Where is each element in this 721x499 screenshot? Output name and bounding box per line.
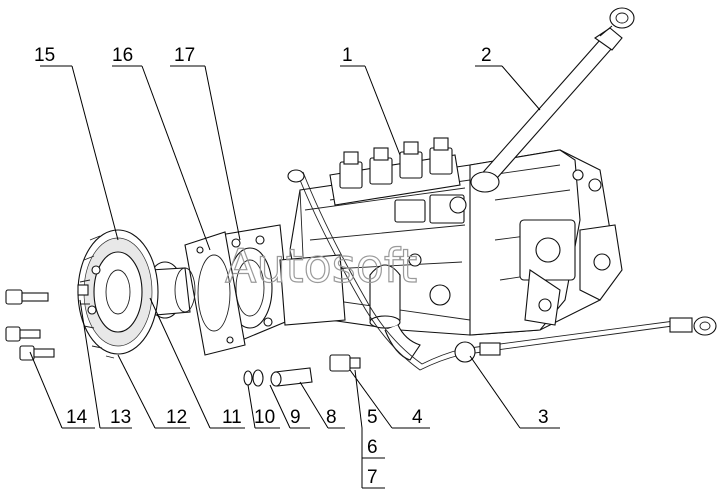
- small-fittings: [243, 354, 361, 387]
- callout-4: 4: [412, 407, 423, 428]
- callout-6: 6: [367, 437, 378, 458]
- callout-15: 15: [34, 45, 55, 66]
- callout-7: 7: [367, 467, 378, 488]
- callout-1: 1: [342, 45, 353, 66]
- bolts: [5, 284, 89, 361]
- callout-3: 3: [538, 407, 549, 428]
- callout-12: 12: [166, 407, 187, 428]
- callout-11: 11: [222, 407, 242, 428]
- callout-5: 5: [367, 407, 378, 428]
- control-rod: [470, 7, 635, 193]
- callout-8: 8: [326, 407, 337, 428]
- fuel-pipes: [287, 169, 717, 371]
- callout-10: 10: [254, 407, 275, 428]
- callout-14: 14: [66, 407, 88, 428]
- callout-labels: 15 16 17 1 2 3 4 5 6 7 8 9 10 11 12 13 1…: [34, 45, 549, 488]
- callout-16: 16: [112, 45, 133, 66]
- drive-gear: [77, 229, 159, 359]
- callout-17: 17: [174, 45, 195, 66]
- leader-lines: [29, 65, 560, 489]
- callout-13: 13: [110, 407, 131, 428]
- watermark-text: Autosoft: [225, 239, 417, 293]
- delivery-valve-holders: [329, 137, 461, 206]
- callout-9: 9: [290, 407, 301, 428]
- gasket: [184, 231, 246, 356]
- callout-2: 2: [481, 45, 492, 66]
